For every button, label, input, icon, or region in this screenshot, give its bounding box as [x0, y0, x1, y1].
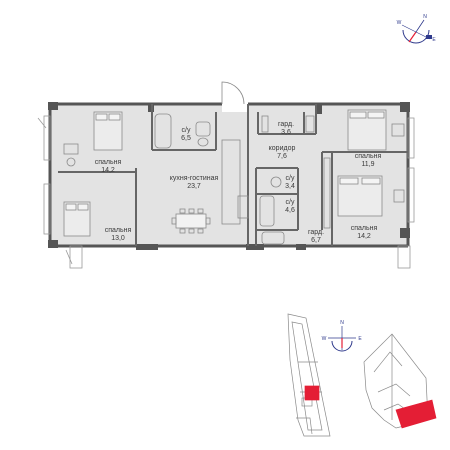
- room-name-bed-sw: спальня: [105, 227, 132, 234]
- entrance-door: [221, 81, 245, 105]
- site-highlight-left: [304, 385, 320, 401]
- compass-bottom: N W E: [322, 320, 362, 352]
- room-labels: спальня 14,2 спальня 13,0 с/у 6,5 кухня-…: [95, 121, 382, 244]
- room-area-wardrobe-1: 3,6: [281, 129, 291, 136]
- compass-bottom-e: E: [358, 336, 362, 342]
- compass-top: N W E: [397, 14, 436, 44]
- room-name-bath-3: с/у: [286, 199, 295, 206]
- room-area-bath-3: 4,6: [285, 207, 295, 214]
- room-name-corridor: коридор: [269, 145, 296, 152]
- room-name-bed-se: спальня: [351, 225, 378, 232]
- room-area-bed-se: 14,2: [357, 233, 371, 240]
- room-area-corridor: 7,6: [277, 153, 287, 160]
- room-area-wardrobe-2: 6,7: [311, 237, 321, 244]
- site-highlight-right: [395, 399, 437, 429]
- room-name-bed-nw: спальня: [95, 159, 122, 166]
- compass-top-e: E: [432, 37, 436, 43]
- room-area-bath-1: 6,5: [181, 135, 191, 142]
- room-name-kitchen: кухня-гостиная: [170, 175, 219, 182]
- room-area-bed-ne: 11,9: [361, 161, 374, 168]
- compass-top-n: N: [423, 14, 427, 20]
- compass-bottom-w: W: [322, 336, 327, 342]
- windows: [37, 115, 415, 269]
- room-area-bath-2: 3,4: [285, 183, 295, 190]
- interior-walls: [58, 104, 408, 246]
- compass-top-w: W: [397, 20, 402, 26]
- compass-bottom-n: N: [340, 320, 344, 326]
- room-area-bed-nw: 14,2: [101, 167, 115, 174]
- room-area-bed-sw: 13,0: [111, 235, 125, 242]
- room-name-bed-ne: спальня: [355, 153, 382, 160]
- apartment-plan: спальня 14,2 спальня 13,0 с/у 6,5 кухня-…: [37, 81, 415, 269]
- site-plan-key: [287, 313, 437, 437]
- room-name-wardrobe-1: гард.: [278, 121, 294, 128]
- floor-area: [50, 104, 408, 246]
- furniture: [63, 109, 405, 245]
- room-name-bath-1: с/у: [182, 127, 191, 134]
- room-name-bath-2: с/у: [286, 175, 295, 182]
- room-name-wardrobe-2: гард.: [308, 229, 324, 236]
- room-area-kitchen: 23,7: [187, 183, 201, 190]
